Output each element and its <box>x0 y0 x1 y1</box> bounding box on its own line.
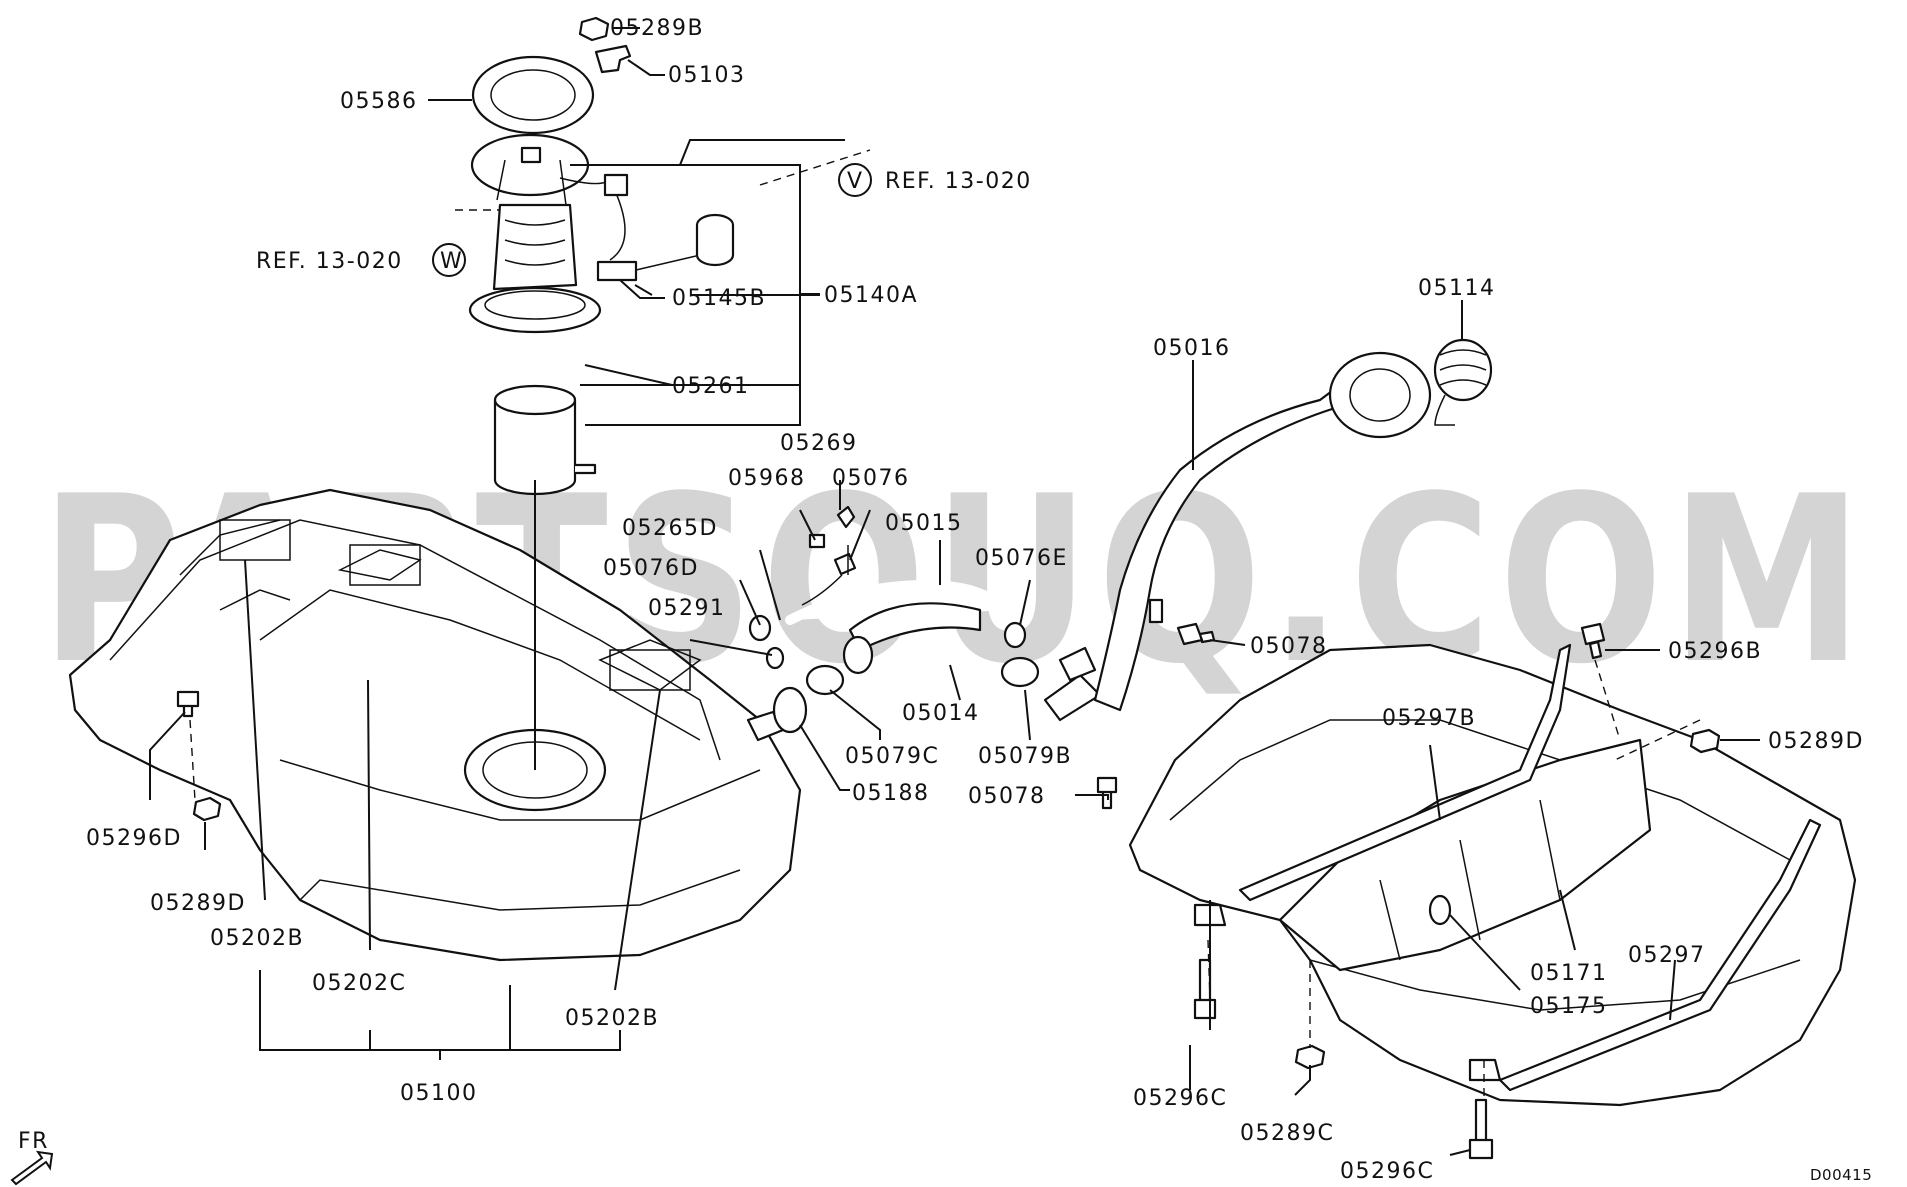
ref-w[interactable]: W REF. 13-020 <box>256 243 466 277</box>
label-05015[interactable]: 05015 <box>885 511 963 536</box>
label-05202C[interactable]: 05202C <box>312 971 406 996</box>
label-05289C[interactable]: 05289C <box>1240 1121 1334 1146</box>
bolt-05296B[interactable] <box>1580 622 1606 660</box>
label-05269[interactable]: 05269 <box>780 431 858 456</box>
label-05076E[interactable]: 05076E <box>975 546 1068 571</box>
clamp-05076E[interactable] <box>1003 621 1027 649</box>
label-05103[interactable]: 05103 <box>668 63 746 88</box>
front-label: FR <box>18 1129 49 1154</box>
fuel-cap-05114[interactable] <box>1433 338 1493 426</box>
filler-pipe-05016[interactable] <box>1093 351 1432 712</box>
label-05265D[interactable]: 05265D <box>622 516 718 541</box>
lock-ring-05586[interactable] <box>471 55 595 135</box>
bolt-05078-b[interactable] <box>1096 776 1118 810</box>
label-05289B-top[interactable]: 05289B <box>610 16 704 41</box>
tank-strap-05297[interactable] <box>1498 818 1822 1092</box>
label-05145B[interactable]: 05145B <box>672 286 766 311</box>
grommet-05188[interactable] <box>772 686 808 734</box>
nut-05289C[interactable] <box>1294 1044 1326 1070</box>
label-05175[interactable]: 05175 <box>1530 994 1608 1019</box>
nut-05289B-top[interactable] <box>578 16 610 42</box>
label-05289D-right[interactable]: 05289D <box>1768 729 1864 754</box>
label-05289D-left[interactable]: 05289D <box>150 891 246 916</box>
label-05100[interactable]: 05100 <box>400 1081 478 1106</box>
ref-w-circle: W <box>440 249 463 274</box>
label-05586[interactable]: 05586 <box>340 89 418 114</box>
label-05114[interactable]: 05114 <box>1418 276 1496 301</box>
label-05968[interactable]: 05968 <box>728 466 806 491</box>
bracket-right-rear <box>1468 1058 1502 1082</box>
pump-body[interactable] <box>492 203 578 291</box>
clamp-05079B[interactable] <box>1000 656 1040 688</box>
label-05297B[interactable]: 05297B <box>1382 706 1476 731</box>
clamp-05291[interactable] <box>765 646 785 670</box>
bolt-05296C-b[interactable] <box>1468 1098 1494 1160</box>
front-direction-indicator: FR <box>10 1129 54 1186</box>
fuel-pump-assembly <box>468 16 735 496</box>
label-05076D[interactable]: 05076D <box>603 556 699 581</box>
bracket-05103[interactable] <box>594 44 632 74</box>
nut-05289D-left[interactable] <box>192 796 222 822</box>
clamp-05079C[interactable] <box>805 664 845 696</box>
label-05297[interactable]: 05297 <box>1628 943 1706 968</box>
label-05140A[interactable]: 05140A <box>824 283 918 308</box>
label-05296C-b[interactable]: 05296C <box>1340 1159 1434 1184</box>
label-05291[interactable]: 05291 <box>648 596 726 621</box>
ref-v-circle: V <box>847 169 864 194</box>
nut-05289D-right[interactable] <box>1689 728 1721 754</box>
label-05016[interactable]: 05016 <box>1153 336 1231 361</box>
label-05296B[interactable]: 05296B <box>1668 639 1762 664</box>
hose-assembly <box>748 505 1102 734</box>
label-05079B[interactable]: 05079B <box>978 744 1072 769</box>
label-05079C[interactable]: 05079C <box>845 744 939 769</box>
clip-05269[interactable] <box>836 505 856 529</box>
gasket-05261[interactable] <box>468 286 602 334</box>
ref-v-text: REF. 13-020 <box>885 169 1032 194</box>
label-05078-b[interactable]: 05078 <box>968 784 1046 809</box>
label-05296C-a[interactable]: 05296C <box>1133 1086 1227 1111</box>
clamp-05076D[interactable] <box>748 614 772 642</box>
label-05202B-b[interactable]: 05202B <box>565 1006 659 1031</box>
label-05296D[interactable]: 05296D <box>86 826 182 851</box>
label-05188[interactable]: 05188 <box>852 781 930 806</box>
sender-unit-05145B[interactable] <box>596 260 638 282</box>
leader-lines <box>149 27 1760 1156</box>
front-arrow-icon <box>10 1150 54 1186</box>
clip-05968[interactable] <box>808 533 826 549</box>
label-05261[interactable]: 05261 <box>672 374 750 399</box>
filler-hose-05014[interactable] <box>848 602 982 652</box>
diagram-code: D00415 <box>1810 1166 1872 1184</box>
ref-v[interactable]: V REF. 13-020 <box>838 163 1032 197</box>
label-05202B-a[interactable]: 05202B <box>210 926 304 951</box>
tank-strap-05297B[interactable] <box>1238 643 1572 902</box>
bolt-05296C-a[interactable] <box>1193 958 1217 1020</box>
fuel-tank-right[interactable] <box>1128 643 1857 1107</box>
label-05078-a[interactable]: 05078 <box>1250 634 1328 659</box>
ref-w-text: REF. 13-020 <box>256 249 403 274</box>
label-05076[interactable]: 05076 <box>832 466 910 491</box>
sensor-05175[interactable] <box>1428 894 1452 926</box>
label-05014[interactable]: 05014 <box>902 701 980 726</box>
label-05171[interactable]: 05171 <box>1530 961 1608 986</box>
